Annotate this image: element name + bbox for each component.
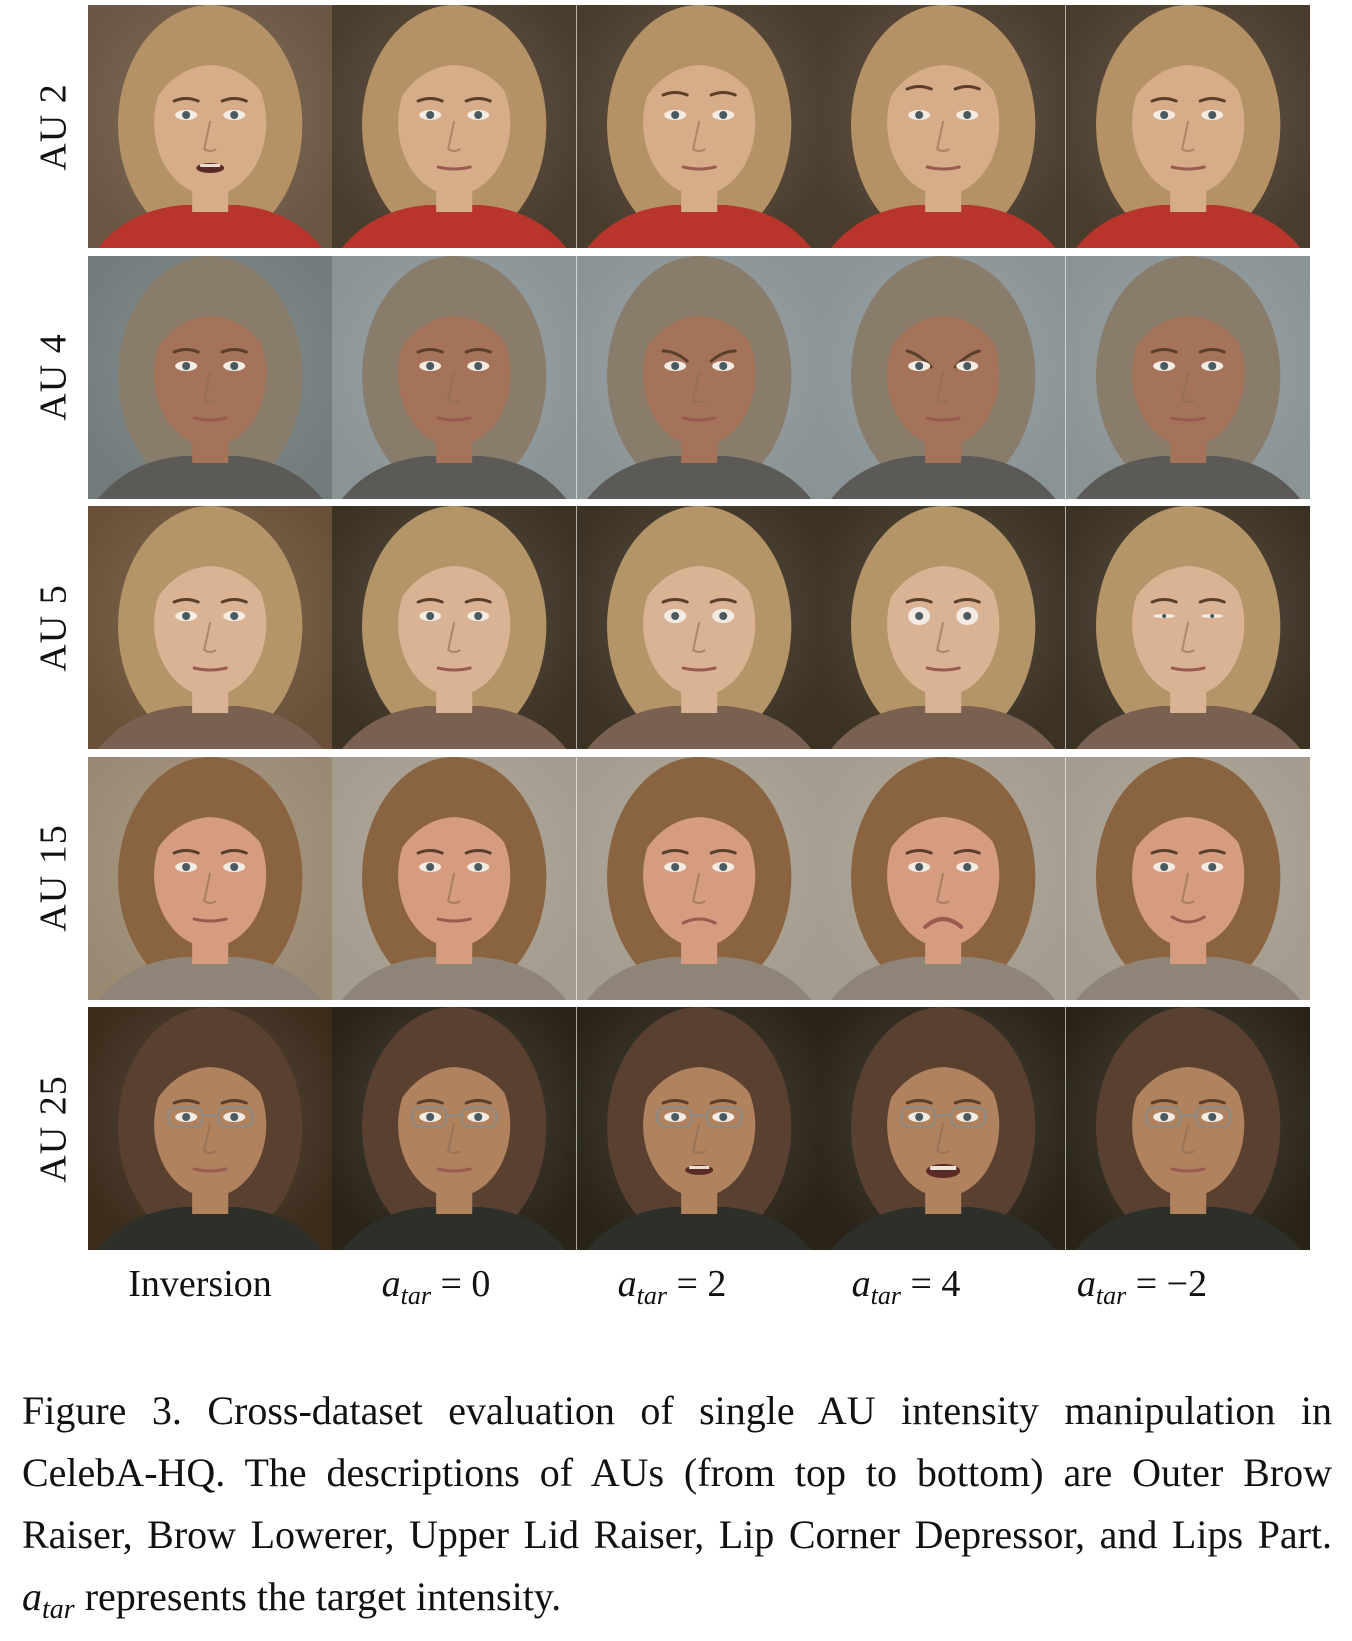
column-label-atar4: atar = 4	[784, 1262, 1028, 1311]
row-label-text: AU 15	[33, 824, 76, 932]
face-image-au-4-atar0	[332, 255, 577, 499]
column-label-subscript: tar	[1095, 1281, 1127, 1310]
row-label-text: AU 4	[33, 333, 76, 421]
face-row-au-5	[88, 506, 1310, 749]
face-image-au-15-atarm2	[1065, 756, 1310, 1000]
caption-symbol: a	[22, 1574, 42, 1619]
column-label-symbol: a	[851, 1263, 871, 1305]
column-label-atarm2: atar = −2	[1020, 1262, 1264, 1311]
column-label-symbol: a	[617, 1263, 637, 1305]
column-label-symbol: a	[381, 1263, 401, 1305]
face-image-au-15-atar0	[332, 756, 577, 1000]
face-image-au-5-atar0	[332, 506, 577, 749]
face-image-au-4-atarm2	[1065, 255, 1310, 499]
column-label-subscript: tar	[870, 1281, 901, 1310]
face-image-au-15-atar4	[821, 756, 1066, 1000]
column-label-subscript: tar	[400, 1281, 431, 1310]
face-image-au-5-atar2	[576, 506, 822, 749]
row-label-text: AU 2	[33, 82, 76, 171]
face-image-au-2-atar2	[576, 5, 822, 248]
figure-caption: Figure 3. Cross-dataset evaluation of si…	[22, 1380, 1332, 1641]
face-image-au-2-atar4	[821, 5, 1066, 248]
caption-text: Figure 3. Cross-dataset evaluation of si…	[22, 1388, 1332, 1557]
column-label-atar0: atar = 0	[314, 1262, 558, 1311]
caption-subscript: tar	[42, 1594, 75, 1625]
face-image-au-25-atar2	[576, 1007, 822, 1250]
face-image-au-2-inversion	[88, 5, 333, 248]
face-image-au-2-atarm2	[1065, 5, 1310, 248]
column-label-inversion: Inversion	[78, 1262, 322, 1306]
face-image-au-25-inversion	[88, 1007, 333, 1250]
face-image-grid	[88, 5, 1310, 1250]
row-label-au-25: AU 25	[24, 1007, 84, 1250]
face-image-au-15-atar2	[576, 756, 822, 1000]
face-row-au-15	[88, 756, 1310, 1000]
face-image-au-5-atar4	[821, 506, 1066, 749]
face-image-au-25-atar4	[821, 1007, 1066, 1250]
row-label-au-15: AU 15	[24, 757, 84, 1000]
row-label-au-2: AU 2	[24, 5, 84, 248]
row-label-text: AU 5	[33, 583, 76, 672]
caption-suffix: represents the target intensity.	[84, 1574, 562, 1619]
face-image-au-5-inversion	[88, 506, 333, 749]
face-image-au-15-inversion	[88, 756, 333, 1000]
row-label-au-4: AU 4	[24, 256, 84, 499]
column-label-symbol: a	[1076, 1263, 1096, 1305]
row-label-au-5: AU 5	[24, 506, 84, 749]
face-row-au-4	[88, 255, 1310, 499]
face-image-au-4-atar4	[821, 255, 1066, 499]
column-label-subscript: tar	[636, 1281, 667, 1310]
column-label-value: = 0	[430, 1263, 491, 1305]
column-label-value: = −2	[1126, 1263, 1208, 1305]
face-image-au-25-atarm2	[1065, 1007, 1310, 1250]
row-label-text: AU 25	[33, 1074, 76, 1183]
face-row-au-2	[88, 5, 1310, 248]
face-image-au-4-inversion	[88, 255, 333, 499]
face-image-au-2-atar0	[332, 5, 577, 248]
column-label-value: = 4	[900, 1263, 961, 1305]
face-row-au-25	[88, 1007, 1310, 1250]
column-label-atar2: atar = 2	[550, 1262, 794, 1311]
column-label-value: = 2	[666, 1263, 727, 1305]
face-image-au-5-atarm2	[1065, 506, 1310, 749]
face-image-au-4-atar2	[576, 255, 822, 499]
face-image-au-25-atar0	[332, 1007, 577, 1250]
column-label-text: Inversion	[128, 1263, 272, 1305]
